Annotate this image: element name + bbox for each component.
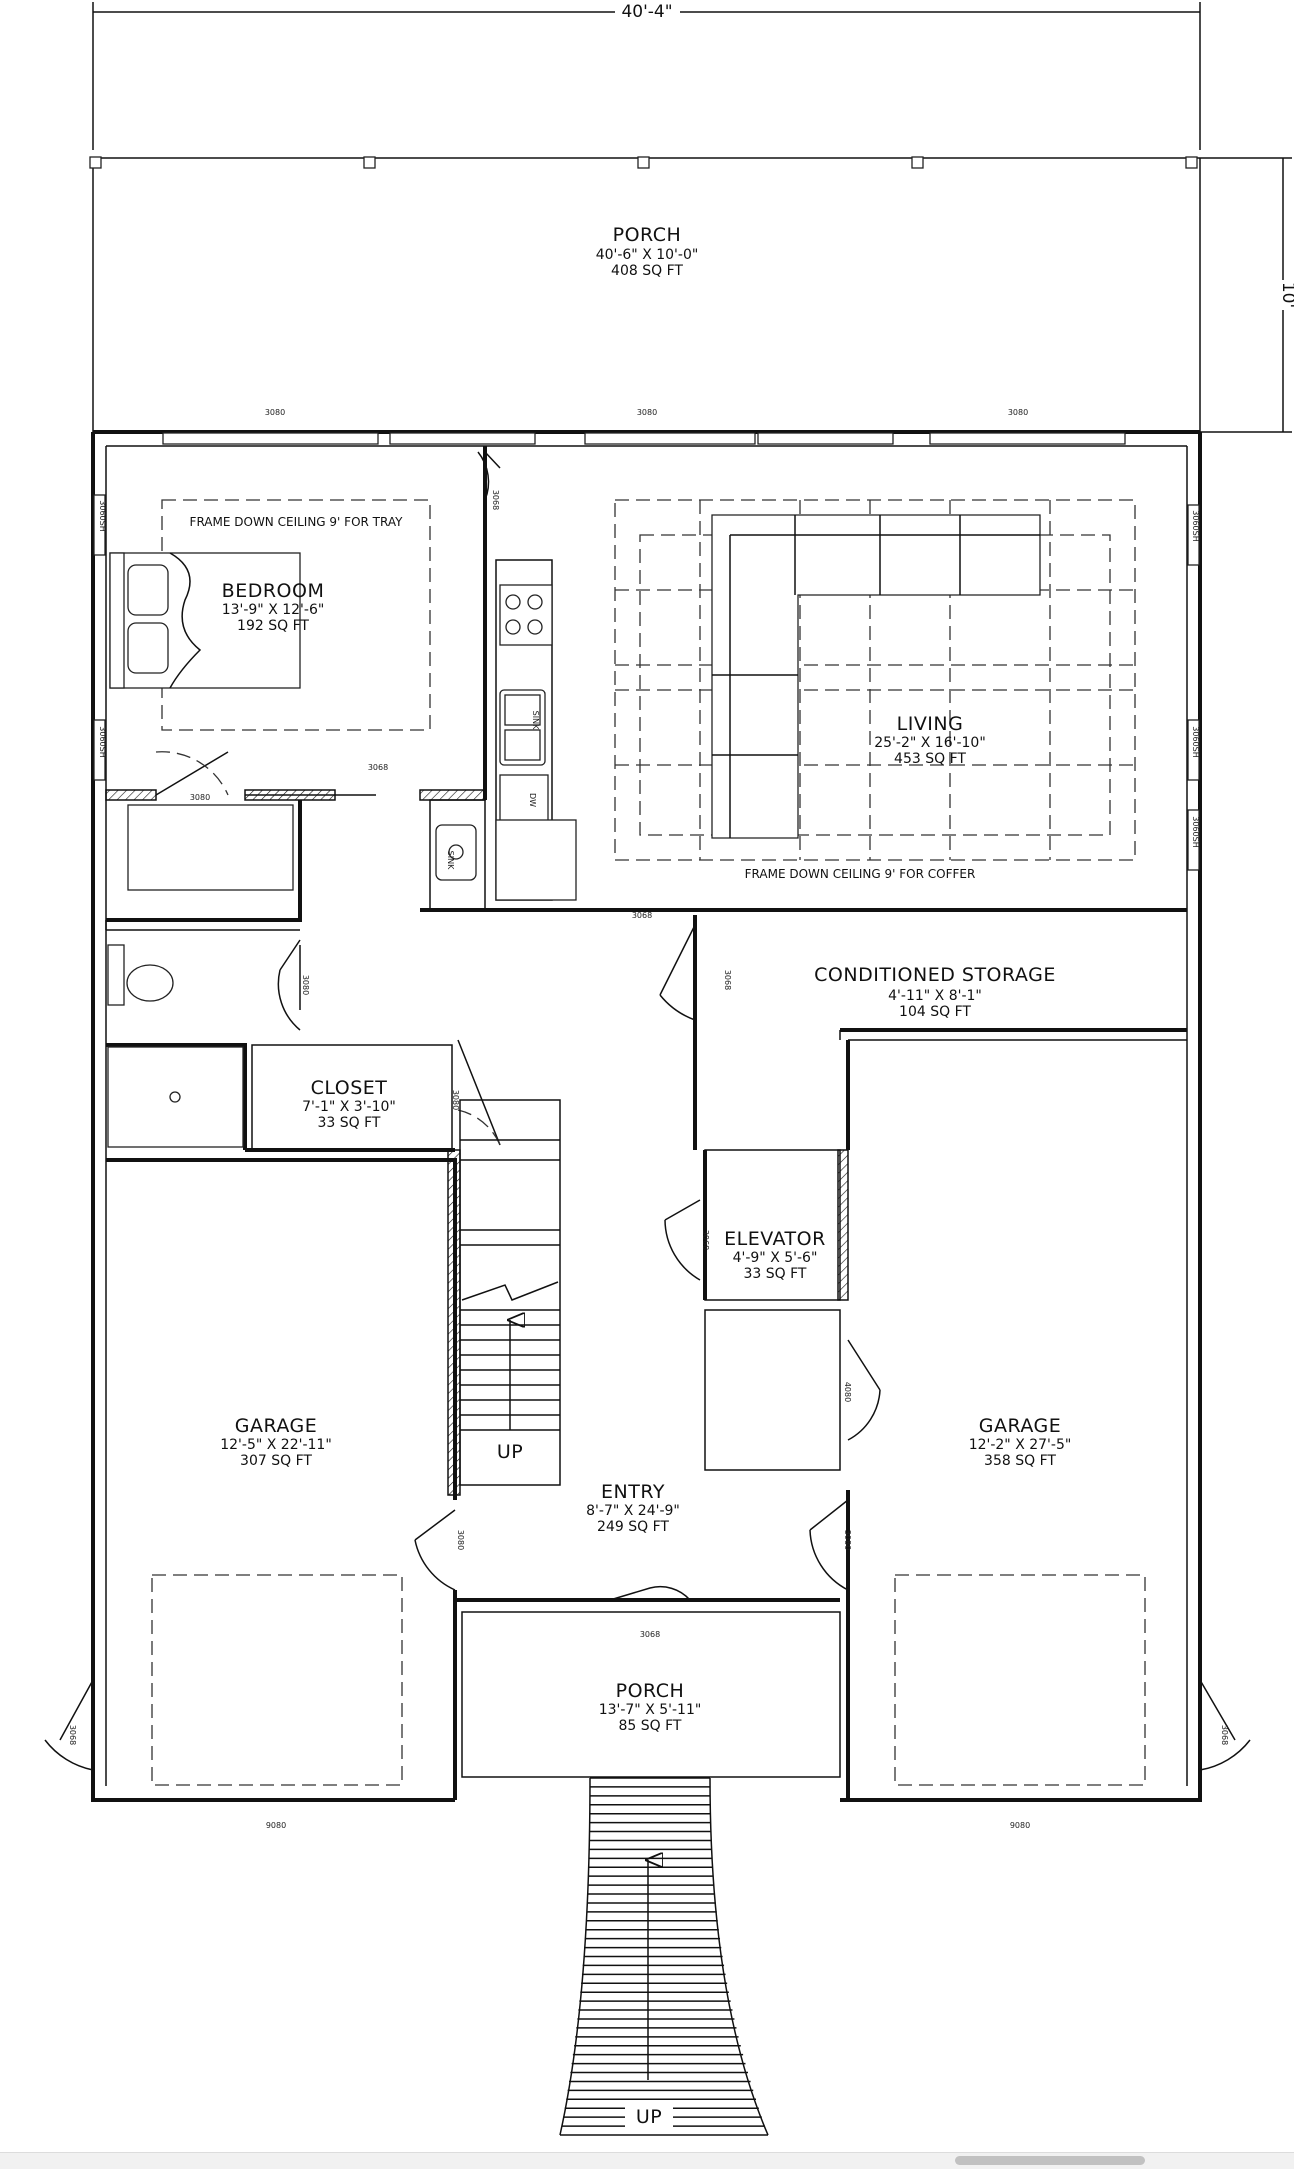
horizontal-scrollbar[interactable] bbox=[0, 2152, 1294, 2169]
sectional-sofa bbox=[711, 514, 1041, 839]
entry-area: 249 SQ FT bbox=[597, 1519, 669, 1535]
bedroom-area: 192 SQ FT bbox=[237, 618, 309, 634]
door-tag-front: 3068 bbox=[640, 1630, 660, 1639]
exterior-stairs: UP bbox=[559, 1777, 769, 2136]
coffer-note: FRAME DOWN CEILING 9' FOR COFFER bbox=[745, 867, 976, 881]
exterior-stairs-up-label: UP bbox=[636, 2106, 662, 2128]
scrollbar-thumb[interactable] bbox=[955, 2156, 1145, 2165]
porch-front: PORCH 13'-7" X 5'-11" 85 SQ FT bbox=[461, 1611, 841, 1778]
closet-dims: 7'-1" X 3'-10" bbox=[302, 1099, 396, 1115]
entry-dims: 8'-7" X 24'-9" bbox=[586, 1503, 680, 1519]
garage-door-tag-left: 9080 bbox=[266, 1821, 286, 1830]
window-tag-top-2: 3080 bbox=[637, 408, 657, 417]
entry-name: ENTRY bbox=[601, 1481, 665, 1503]
window-tag-right-2: 3060SH bbox=[1191, 726, 1200, 757]
storage-dims: 4'-11" X 8'-1" bbox=[888, 988, 982, 1004]
window-tag-top-3: 3080 bbox=[1008, 408, 1028, 417]
dimension-porch-depth: 10' bbox=[1200, 157, 1294, 433]
door-tag-garage-left-side: 3068 bbox=[68, 1725, 77, 1745]
window-tag-left-2: 3060SH bbox=[98, 726, 107, 757]
vanity: SINK bbox=[420, 799, 490, 912]
storage-name: CONDITIONED STORAGE bbox=[814, 964, 1056, 986]
porch-front-dims: 13'-7" X 5'-11" bbox=[599, 1702, 702, 1718]
window-tag-right-3: 3060SH bbox=[1191, 816, 1200, 847]
garage-left: 3080 GARAGE 12'-5" X 22'-11" 307 SQ FT 3… bbox=[44, 1158, 465, 1830]
bedroom: FRAME DOWN CEILING 9' FOR TRAY BEDROOM 1… bbox=[109, 446, 501, 800]
elevator-area: 33 SQ FT bbox=[744, 1266, 807, 1282]
window-tag-right-1: 3060SH bbox=[1191, 510, 1200, 541]
storage-area: 104 SQ FT bbox=[899, 1004, 971, 1020]
elevator: 3068 ELEVATOR 4'-9" X 5'-6" 33 SQ FT 408… bbox=[664, 1149, 881, 1471]
garage-right-name: GARAGE bbox=[979, 1415, 1062, 1437]
window-tag-top-1: 3080 bbox=[265, 408, 285, 417]
door-tag-bedroom-living: 3068 bbox=[491, 490, 500, 510]
garage-left-name: GARAGE bbox=[235, 1415, 318, 1437]
door-tag-closet: 3080 bbox=[451, 1090, 460, 1110]
elevator-name: ELEVATOR bbox=[724, 1228, 826, 1250]
interior-stairs-up-label: UP bbox=[497, 1441, 523, 1463]
garage-left-dims: 12'-5" X 22'-11" bbox=[220, 1437, 332, 1453]
vanity-tag: SINK bbox=[446, 851, 455, 870]
door-tag-hall: 3068 bbox=[632, 911, 652, 920]
closet: CLOSET 7'-1" X 3'-10" 33 SQ FT 3080 bbox=[245, 1039, 501, 1152]
porch-depth-label: 10' bbox=[1278, 282, 1294, 308]
door-tag-bedroom-bath: 3080 bbox=[190, 793, 210, 802]
entry: 3068 ENTRY 8'-7" X 24'-9" 249 SQ FT bbox=[455, 1481, 840, 1639]
door-tag-bedroom-closet: 3068 bbox=[368, 763, 388, 772]
elevator-dims: 4'-9" X 5'-6" bbox=[733, 1250, 818, 1266]
porch-front-name: PORCH bbox=[616, 1680, 685, 1702]
kitchen: SINK DW 3068 bbox=[490, 559, 1187, 920]
sink-tag: SINK bbox=[531, 711, 540, 730]
door-tag-garage-left-entry: 3080 bbox=[456, 1530, 465, 1550]
window-tag-left-1: 3060SH bbox=[98, 500, 107, 531]
door-tag-garage-right-entry: 3080 bbox=[843, 1530, 852, 1550]
exterior-walls: 3080 3080 3080 3060SH 3060SH 3060SH 3060… bbox=[91, 408, 1202, 1802]
tray-note: FRAME DOWN CEILING 9' FOR TRAY bbox=[190, 515, 404, 529]
garage-right-dims: 12'-2" X 27'-5" bbox=[969, 1437, 1072, 1453]
door-tag-bath: 3080 bbox=[301, 975, 310, 995]
garage-right: 3080 GARAGE 12'-2" X 27'-5" 358 SQ FT 30… bbox=[809, 1039, 1251, 1830]
overall-width-label: 40'-4" bbox=[621, 2, 672, 22]
garage-right-area: 358 SQ FT bbox=[984, 1453, 1056, 1469]
door-tag-storage: 3068 bbox=[723, 970, 732, 990]
dishwasher-tag: DW bbox=[528, 793, 537, 807]
closet-name: CLOSET bbox=[311, 1077, 388, 1099]
bedroom-bottom-wall: 3080 3068 bbox=[105, 751, 486, 802]
living-area: 453 SQ FT bbox=[894, 751, 966, 767]
living-dims: 25'-2" X 16'-10" bbox=[874, 735, 986, 751]
porch-top: PORCH 40'-6" X 10'-0" 408 SQ FT bbox=[89, 156, 1201, 432]
porch-top-name: PORCH bbox=[613, 224, 682, 246]
interior-stairs: UP bbox=[447, 1099, 561, 1496]
garage-door-tag-right: 9080 bbox=[1010, 1821, 1030, 1830]
bath: 3080 bbox=[105, 800, 310, 1150]
living-name: LIVING bbox=[897, 713, 964, 735]
door-tag-garage-right-side: 3068 bbox=[1220, 1725, 1229, 1745]
dimension-overall-width: 40'-4" bbox=[92, 2, 1201, 150]
porch-front-area: 85 SQ FT bbox=[619, 1718, 682, 1734]
conditioned-storage: 3068 CONDITIONED STORAGE 4'-11" X 8'-1" … bbox=[659, 915, 1187, 1150]
closet-area: 33 SQ FT bbox=[318, 1115, 381, 1131]
garage-left-area: 307 SQ FT bbox=[240, 1453, 312, 1469]
bedroom-dims: 13'-9" X 12'-6" bbox=[222, 602, 325, 618]
porch-top-dims: 40'-6" X 10'-0" bbox=[596, 247, 699, 263]
bed bbox=[109, 552, 301, 689]
door-tag-elevator: 3068 bbox=[701, 1230, 710, 1250]
bedroom-name: BEDROOM bbox=[222, 580, 325, 602]
porch-top-area: 408 SQ FT bbox=[611, 263, 683, 279]
door-tag-elevator-garage: 4080 bbox=[843, 1382, 852, 1402]
living: LIVING 25'-2" X 16'-10" 453 SQ FT FRAME … bbox=[614, 499, 1136, 881]
